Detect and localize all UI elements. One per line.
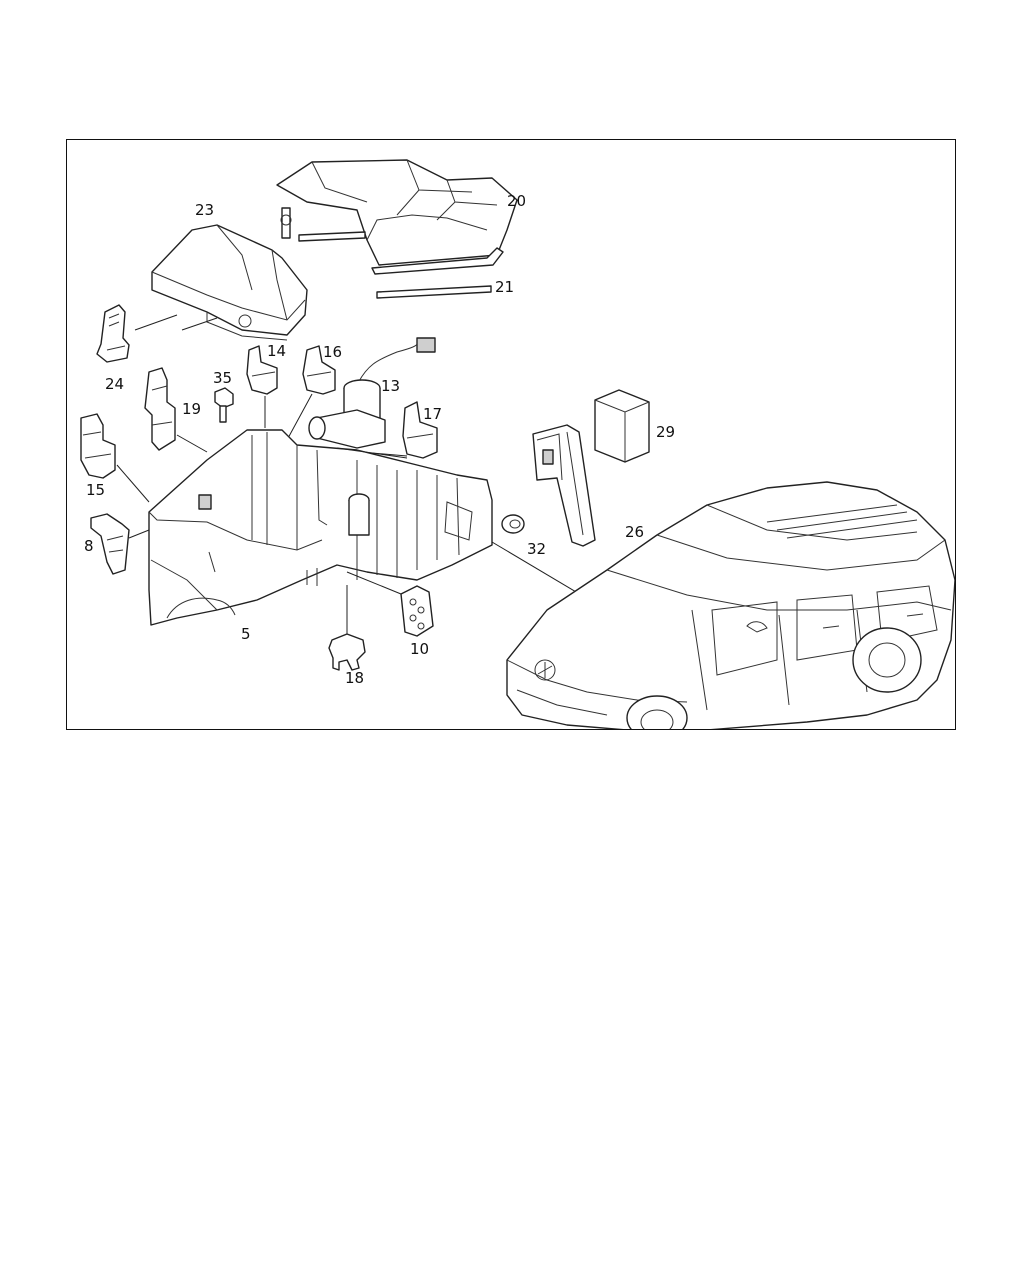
callout-24: 24	[105, 375, 124, 393]
callout-23: 23	[195, 201, 214, 219]
part-20-cover	[276, 159, 518, 266]
part-18-clip	[328, 633, 366, 671]
callout-13: 13	[381, 377, 400, 395]
diagram-frame: 23 20 21 24 14 16 13 35 19 17 29 15 26 3…	[66, 139, 956, 730]
part-17-clip	[402, 401, 438, 459]
callout-20: 20	[507, 192, 526, 210]
part-16-clip	[302, 345, 336, 395]
part-15-bracket	[80, 413, 116, 479]
callout-16: 16	[323, 343, 342, 361]
part-8-clip	[90, 513, 130, 575]
callout-32: 32	[527, 540, 546, 558]
part-10-connector	[400, 585, 434, 637]
callout-15: 15	[86, 481, 105, 499]
callout-26: 26	[625, 523, 644, 541]
callout-8: 8	[84, 537, 94, 555]
callout-10: 10	[410, 640, 429, 658]
part-23-cover	[151, 224, 308, 341]
callout-21: 21	[495, 278, 514, 296]
part-14-clip	[246, 345, 278, 395]
callout-5: 5	[241, 625, 251, 643]
part-13-pump	[308, 337, 436, 449]
part-21-gasket	[298, 231, 504, 299]
callout-29: 29	[656, 423, 675, 441]
part-19-bracket	[144, 367, 176, 451]
parts-diagram: 23 20 21 24 14 16 13 35 19 17 29 15 26 3…	[80, 159, 955, 729]
callout-14: 14	[267, 342, 286, 360]
callout-35: 35	[213, 369, 232, 387]
part-32-grommet	[501, 514, 525, 534]
vehicle-outline	[506, 481, 955, 729]
part-29-module	[594, 389, 650, 463]
part-5-box	[148, 429, 493, 626]
part-24-clip	[96, 304, 130, 363]
part-35-bolt	[214, 387, 234, 423]
callout-labels: 23 20 21 24 14 16 13 35 19 17 29 15 26 3…	[84, 192, 675, 687]
part-26-control-unit	[532, 424, 596, 547]
callout-18: 18	[345, 669, 364, 687]
callout-17: 17	[423, 405, 442, 423]
callout-19: 19	[182, 400, 201, 418]
